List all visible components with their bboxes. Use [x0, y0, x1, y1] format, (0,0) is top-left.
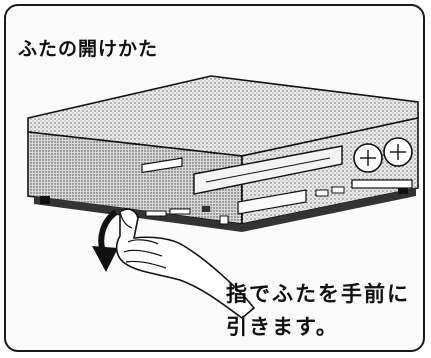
caption-line-1: 指でふたを手前に: [226, 282, 410, 306]
curved-down-arrow-icon: [92, 209, 118, 272]
instruction-panel: ふたの開けかた 指でふたを手前に 引きます。: [4, 4, 425, 352]
instruction-caption: 指でふたを手前に 引きます。: [226, 278, 410, 344]
vcr-icon: [27, 75, 419, 232]
caption-line-2: 引きます。: [226, 315, 339, 339]
vcr-illustration: [27, 75, 419, 320]
page-title: ふたの開けかた: [18, 38, 159, 60]
hand-icon: [115, 208, 256, 320]
